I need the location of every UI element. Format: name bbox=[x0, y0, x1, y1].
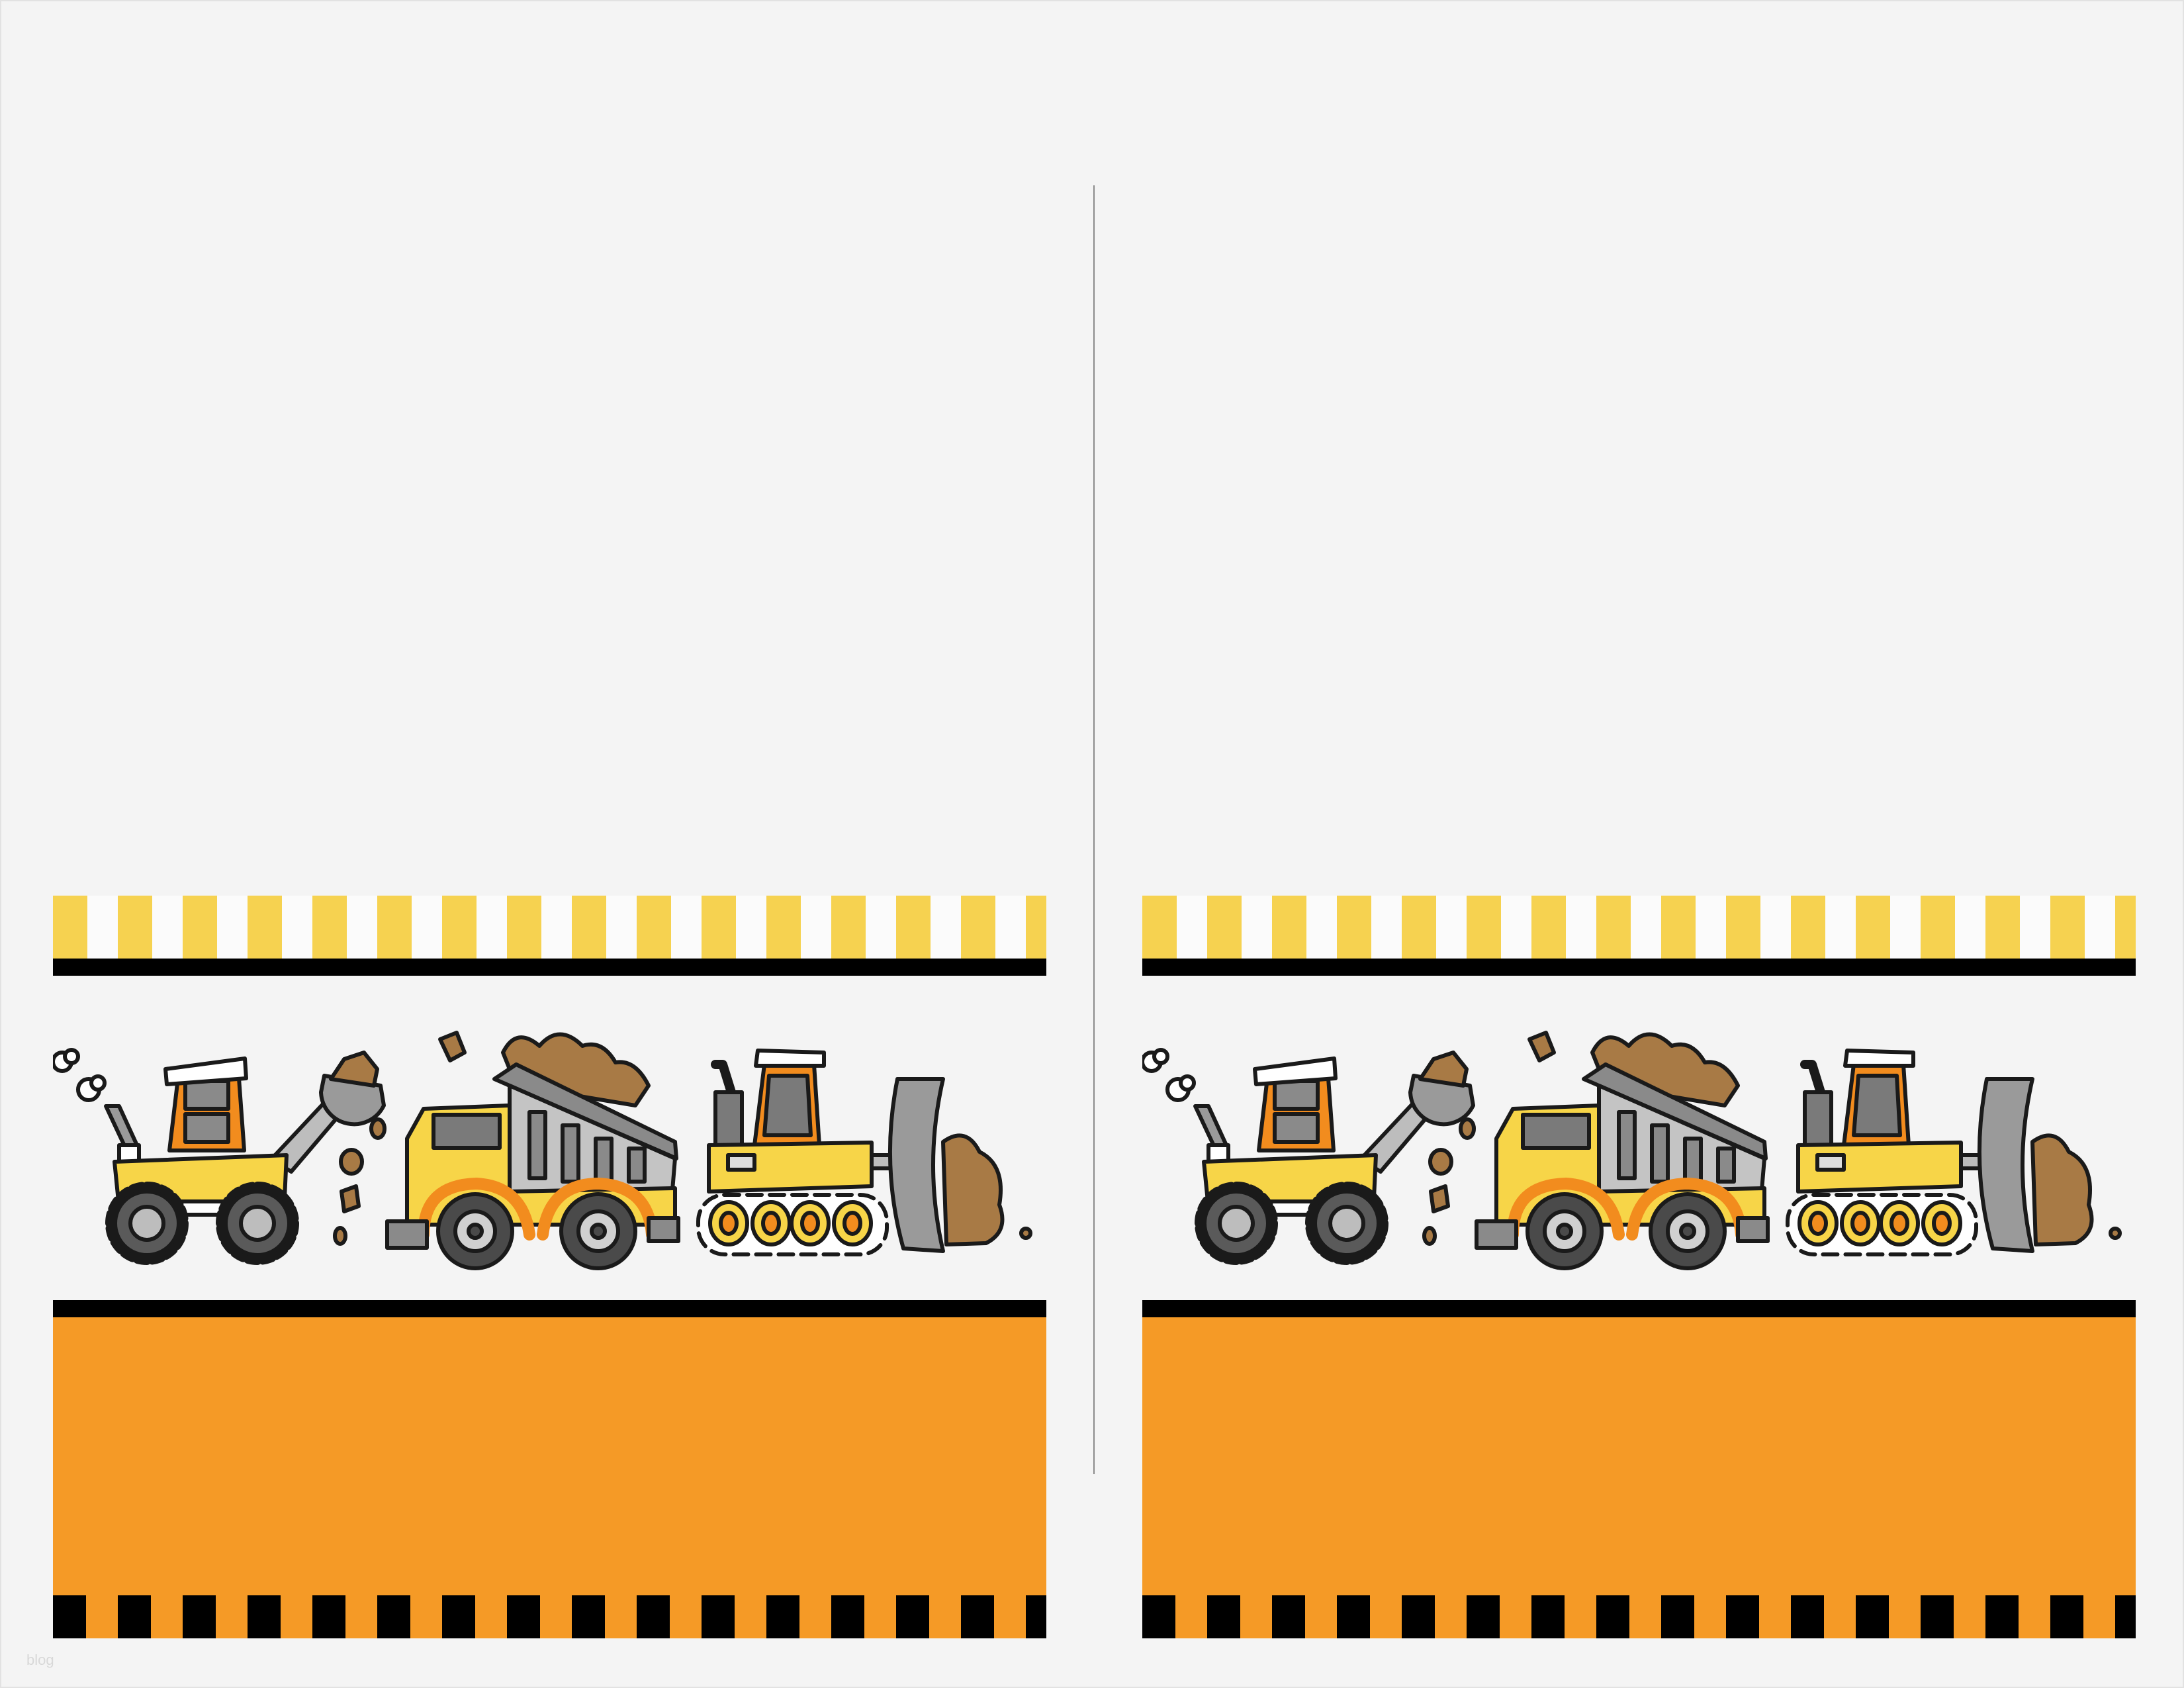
fold-line bbox=[1093, 185, 1095, 1474]
black-bar-middle bbox=[1142, 1300, 2136, 1317]
black-bar-top bbox=[1142, 959, 2136, 976]
orange-band bbox=[53, 1317, 1046, 1595]
black-bar-top bbox=[53, 959, 1046, 976]
yellow-stripe-border bbox=[53, 896, 1046, 959]
watermark-text: blog bbox=[26, 1652, 54, 1668]
right-card bbox=[1142, 896, 2136, 1638]
construction-vehicles-illustration bbox=[1142, 1013, 2136, 1278]
yellow-stripe-border bbox=[1142, 896, 2136, 959]
left-card bbox=[53, 896, 1046, 1638]
orange-band bbox=[1142, 1317, 2136, 1595]
black-bar-middle bbox=[53, 1300, 1046, 1317]
checker-border bbox=[1142, 1595, 2136, 1638]
checker-border bbox=[53, 1595, 1046, 1638]
construction-vehicles-illustration bbox=[53, 1013, 1046, 1278]
